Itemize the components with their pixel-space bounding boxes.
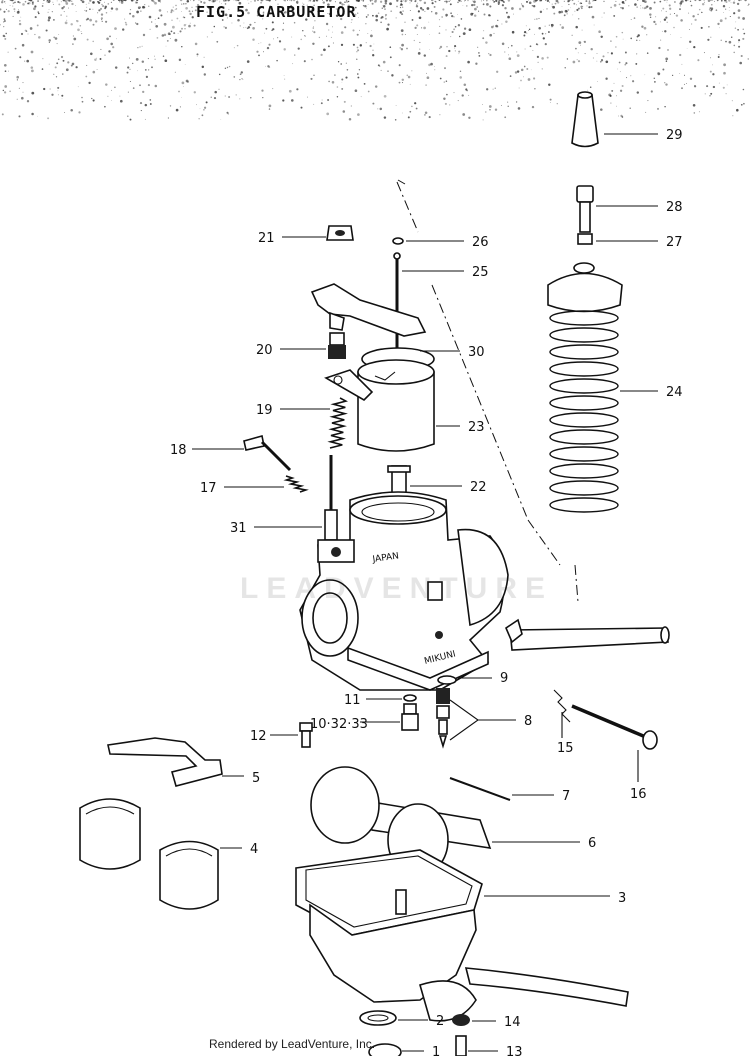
callout-label-23: 23: [468, 420, 485, 435]
callout-label-17: 17: [200, 481, 217, 496]
part-21-cap: [327, 226, 353, 240]
callout-label-11: 11: [344, 693, 361, 708]
part-4-cover-right: [160, 842, 218, 910]
part-25-needle: [394, 253, 400, 355]
part-5-bracket: [108, 738, 222, 786]
callout-label-3: 3: [618, 891, 626, 906]
part-27-nut: [578, 234, 592, 244]
part-28-adjuster: [577, 186, 593, 232]
part-26-clip: [393, 238, 403, 244]
part-4-cover-left: [80, 799, 140, 869]
part-9-oring: [438, 676, 456, 684]
overflow-hose: [466, 968, 628, 1006]
callout-label-9: 9: [500, 671, 508, 686]
watermark: LEADVENTURE: [240, 572, 553, 606]
part-19-spring: [330, 398, 346, 448]
part-10-jet: [402, 704, 418, 730]
callout-label-16: 16: [630, 787, 647, 802]
figure-title: FIG.5 CARBURETOR: [196, 3, 357, 21]
callout-label-13: 13: [506, 1045, 523, 1056]
callout-label-14: 14: [504, 1015, 521, 1030]
callout-label-12: 12: [250, 729, 267, 744]
callout-label-24: 24: [666, 385, 683, 400]
part-7-pin: [450, 778, 510, 800]
part-11-washer: [404, 695, 416, 701]
part-23-throttle-slide: [358, 360, 434, 451]
part-14-washer: [452, 1014, 470, 1026]
callout-label-2: 2: [436, 1014, 444, 1029]
callout-label-25: 25: [472, 265, 489, 280]
callout-label-29: 29: [666, 128, 683, 143]
part-24-boot: [548, 263, 622, 512]
callout-label-20: 20: [256, 343, 273, 358]
callout-label-15: 15: [557, 741, 574, 756]
callout-label-31: 31: [230, 521, 247, 536]
part-20-plunger: [328, 333, 346, 359]
header-speckle: [0, 0, 750, 121]
callout-label-28: 28: [666, 200, 683, 215]
part-2-oring: [360, 1011, 396, 1025]
callout-label-4: 4: [250, 842, 258, 857]
part-16-pilot-screw: [572, 706, 657, 749]
footer-credit: Rendered by LeadVenture, Inc.: [209, 1037, 375, 1051]
part-18-screw: [244, 436, 290, 470]
part-31-rod: [325, 455, 337, 540]
callout-label-18: 18: [170, 443, 187, 458]
callout-label-8: 8: [524, 714, 532, 729]
fuel-hose: [506, 620, 669, 650]
part-13-screw: [456, 1036, 466, 1056]
leader-fork-8: [450, 700, 478, 740]
callout-label-5: 5: [252, 771, 260, 786]
callout-label-22: 22: [470, 480, 487, 495]
part-8-jets: [436, 688, 450, 746]
starter-lever: [312, 284, 425, 336]
callout-label-10-32-33: 10·32·33: [310, 717, 368, 732]
part-3-float-bowl: [296, 850, 482, 1021]
part-29-cap: [572, 92, 598, 147]
callout-label-26: 26: [472, 235, 489, 250]
part-17-spring: [286, 476, 306, 492]
callout-label-30: 30: [468, 345, 485, 360]
callout-label-19: 19: [256, 403, 273, 418]
callout-label-6: 6: [588, 836, 596, 851]
callout-label-21: 21: [258, 231, 275, 246]
callout-label-7: 7: [562, 789, 570, 804]
callout-label-27: 27: [666, 235, 683, 250]
callout-label-1: 1: [432, 1045, 440, 1056]
